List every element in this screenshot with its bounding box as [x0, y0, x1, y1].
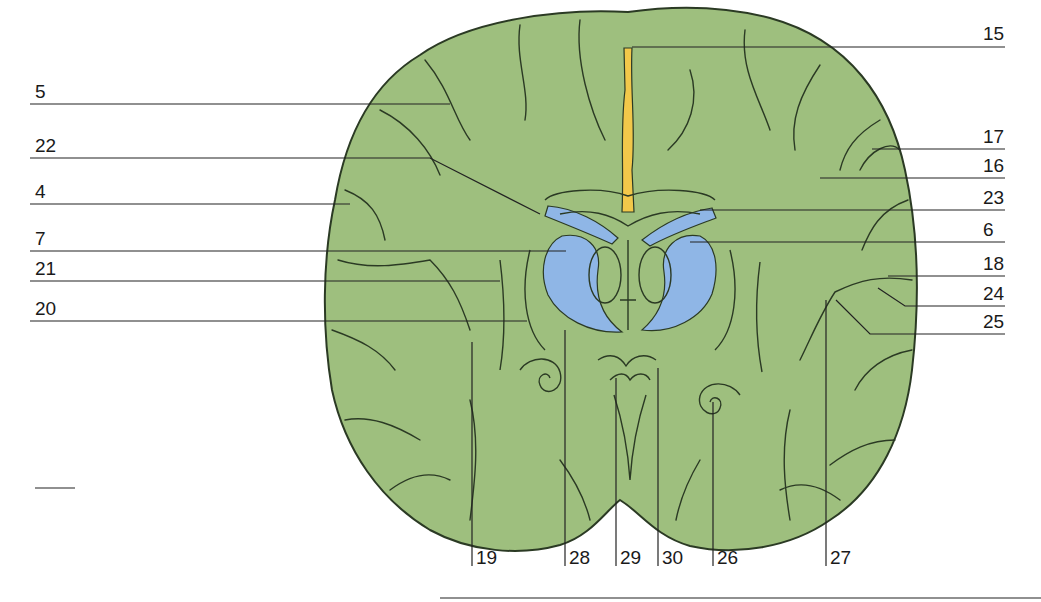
- callout-number: 5: [35, 82, 46, 102]
- callout-number: 15: [983, 24, 1004, 44]
- ventricle: [543, 235, 622, 332]
- callout-number: 21: [35, 259, 56, 279]
- falx: [622, 48, 634, 212]
- callout-number: 16: [983, 156, 1004, 176]
- sulci: [332, 20, 912, 520]
- callout-number: 20: [35, 299, 56, 319]
- callout-number: 19: [476, 548, 497, 568]
- callout-number: 26: [717, 548, 738, 568]
- callout-number: 4: [35, 182, 46, 202]
- callout-number: 28: [569, 548, 590, 568]
- callout-number: 24: [983, 284, 1004, 304]
- leader-lines: [30, 47, 1041, 598]
- ventricle: [642, 235, 716, 330]
- callout-number: 23: [983, 188, 1004, 208]
- callout-number: 29: [620, 548, 641, 568]
- callout-number: 27: [830, 548, 851, 568]
- deep-structures: [500, 190, 762, 480]
- callout-number: 25: [983, 312, 1004, 332]
- callout-number: 17: [983, 127, 1004, 147]
- callout-number: 7: [35, 229, 46, 249]
- callout-number: 22: [35, 136, 56, 156]
- callout-number: 18: [983, 254, 1004, 274]
- brain-outline: [325, 8, 917, 551]
- callout-number: 30: [662, 548, 683, 568]
- callout-number: 6: [983, 220, 994, 240]
